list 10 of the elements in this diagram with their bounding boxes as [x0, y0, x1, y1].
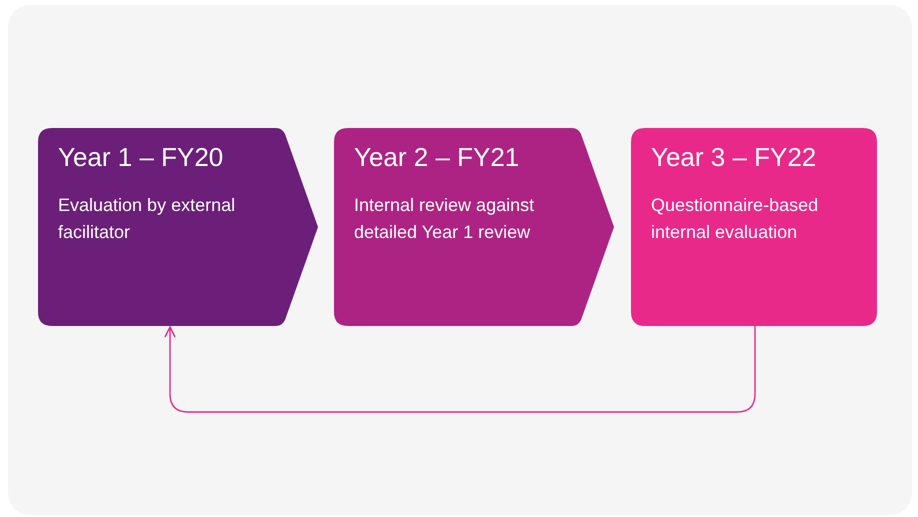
chevron-step — [38, 128, 318, 326]
step-title: Year 3 – FY22 — [651, 142, 816, 173]
step-description: Internal review against detailed Year 1 review — [354, 194, 536, 244]
step-description: Questionnaire-based internal evaluation — [651, 194, 820, 244]
step-description: Evaluation by external facilitator — [58, 194, 236, 244]
process-box — [631, 128, 877, 326]
arrow — [164, 326, 756, 413]
step-title: Year 2 – FY21 — [354, 142, 520, 173]
step-title: Year 1 – FY20 — [58, 142, 224, 173]
chevron-step — [334, 128, 614, 326]
